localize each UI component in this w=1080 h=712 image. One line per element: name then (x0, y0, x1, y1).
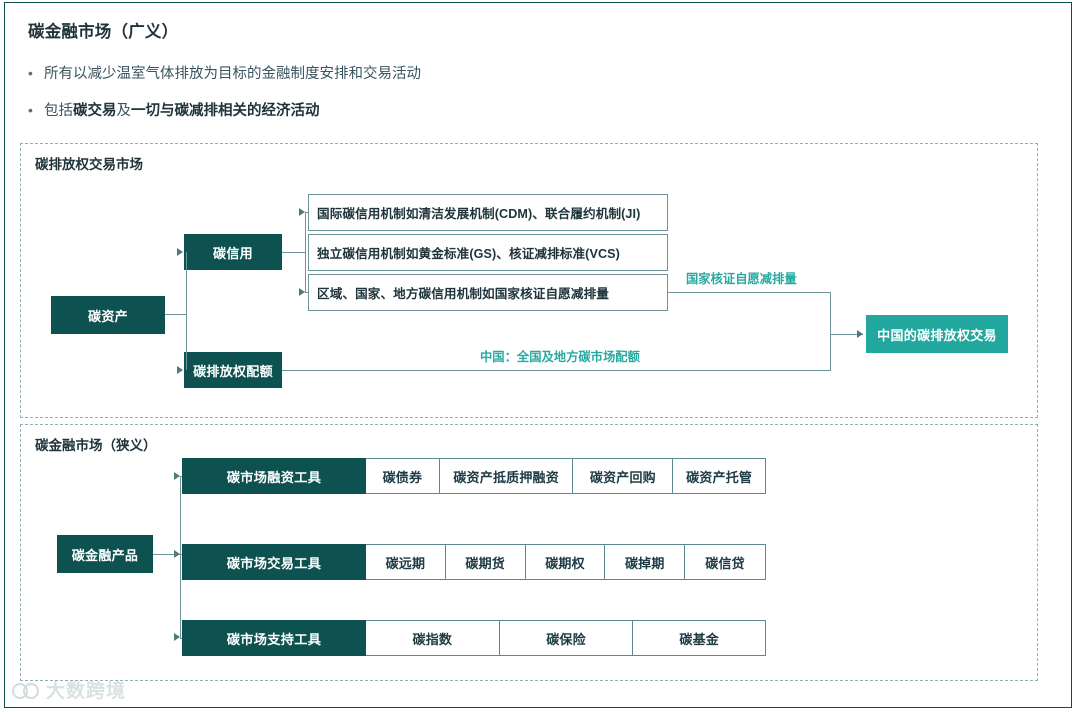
page-title: 碳金融市场（广义） (28, 23, 179, 41)
arrow-to-credit-item-3 (299, 288, 305, 296)
cell-carbon-swap[interactable]: 碳掉期 (605, 545, 686, 579)
bullet-text-2: 包括碳交易及一切与碳减排相关的经济活动 (44, 99, 320, 120)
bullet-2-prefix: 包括 (44, 103, 73, 119)
credit-item-box-2[interactable]: 独立碳信用机制如黄金标准(GS)、核证减排标准(VCS) (308, 234, 668, 271)
connector-ccer-drop (830, 292, 832, 335)
connector-credit-b3 (305, 292, 309, 294)
connector-asset-out (165, 314, 187, 316)
cell-asset-pledge-financing[interactable]: 碳资产抵质押融资 (440, 459, 574, 493)
connector-ccer-line (668, 292, 831, 294)
edge-label-ccer: 国家核证自愿减排量 (686, 272, 797, 286)
row-cells-trading-tools: 碳远期 碳期货 碳期权 碳掉期 碳信贷 (366, 544, 766, 580)
node-emission-quota[interactable]: 碳排放权配额 (184, 352, 282, 388)
row-head-support-tools[interactable]: 碳市场支持工具 (182, 620, 366, 656)
section-carbon-finance-market: 碳金融市场（狭义） 碳金融产品 碳市场融资工具 碳债券 碳资产抵质押融资 碳资产… (20, 424, 1038, 681)
bullet-text-1: 所有以减少温室气体排放为目标的金融制度安排和交易活动 (44, 66, 421, 82)
watermark-logo-icon (10, 679, 40, 701)
cell-carbon-credit-loan[interactable]: 碳信贷 (705, 555, 745, 571)
connector-product-trunk (180, 476, 182, 638)
node-carbon-asset[interactable]: 碳资产 (51, 296, 165, 334)
watermark-text: 大数跨境 (46, 681, 127, 702)
watermark: 大数跨境 (10, 676, 126, 703)
arrow-to-credit-item-1 (299, 208, 305, 216)
row-head-trading-tools[interactable]: 碳市场交易工具 (182, 544, 366, 580)
section-top-title: 碳排放权交易市场 (35, 157, 143, 172)
section-emission-trading-market: 碳排放权交易市场 碳资产 碳信用 碳排放权配额 国际碳信用机制如清洁发展机制(C… (20, 143, 1038, 418)
bullet-dot-icon: • (28, 102, 33, 118)
cell-asset-custody[interactable]: 碳资产托管 (686, 469, 753, 485)
arrow-to-credit (177, 248, 183, 256)
cell-carbon-futures[interactable]: 碳期货 (446, 545, 526, 579)
connector-credit-trunk (305, 212, 307, 293)
arrow-to-result (857, 330, 863, 338)
bullet-item-1: • 所有以减少温室气体排放为目标的金融制度安排和交易活动 (28, 62, 421, 83)
bullet-2-bold-1: 碳交易 (73, 103, 117, 119)
cell-carbon-index[interactable]: 碳指数 (366, 621, 500, 655)
node-carbon-credit[interactable]: 碳信用 (184, 234, 282, 270)
connector-credit-out (282, 251, 306, 253)
row-cells-support-tools: 碳指数 碳保险 碳基金 (366, 620, 766, 656)
bullet-2-mid: 及 (116, 103, 132, 119)
credit-item-box-3[interactable]: 区域、国家、地方碳信用机制如国家核证自愿减排量 (308, 274, 668, 311)
connector-to-result (830, 334, 863, 336)
arrow-to-row-2 (174, 550, 180, 558)
row-head-financing-tools[interactable]: 碳市场融资工具 (182, 458, 366, 494)
cell-asset-repurchase[interactable]: 碳资产回购 (573, 459, 674, 493)
bullet-item-2: • 包括碳交易及一切与碳减排相关的经济活动 (28, 99, 320, 120)
cell-carbon-options[interactable]: 碳期权 (526, 545, 606, 579)
section-bottom-title: 碳金融市场（狭义） (35, 438, 157, 453)
arrow-to-quota (177, 366, 183, 374)
bullet-dot-icon: • (28, 65, 33, 81)
edge-label-quota: 中国：全国及地方碳市场配额 (480, 350, 640, 364)
credit-item-box-1[interactable]: 国际碳信用机制如清洁发展机制(CDM)、联合履约机制(JI) (308, 194, 668, 231)
cell-carbon-bond[interactable]: 碳债券 (366, 459, 440, 493)
connector-quota-line (282, 370, 831, 372)
arrow-to-row-1 (174, 472, 180, 480)
node-carbon-finance-product[interactable]: 碳金融产品 (57, 535, 153, 573)
connector-quota-rise (830, 334, 832, 371)
bullet-2-bold-2: 一切与碳减排相关的经济活动 (131, 103, 320, 119)
cell-carbon-forward[interactable]: 碳远期 (366, 545, 446, 579)
cell-carbon-fund[interactable]: 碳基金 (679, 631, 719, 647)
connector-credit-b1 (305, 212, 309, 214)
cell-carbon-insurance[interactable]: 碳保险 (500, 621, 634, 655)
arrow-to-row-3 (174, 633, 180, 641)
row-cells-financing-tools: 碳债券 碳资产抵质押融资 碳资产回购 碳资产托管 (366, 458, 766, 494)
connector-asset-trunk (186, 252, 188, 370)
connector-product-out (153, 554, 181, 556)
node-china-emission-trading[interactable]: 中国的碳排放权交易 (866, 315, 1008, 353)
